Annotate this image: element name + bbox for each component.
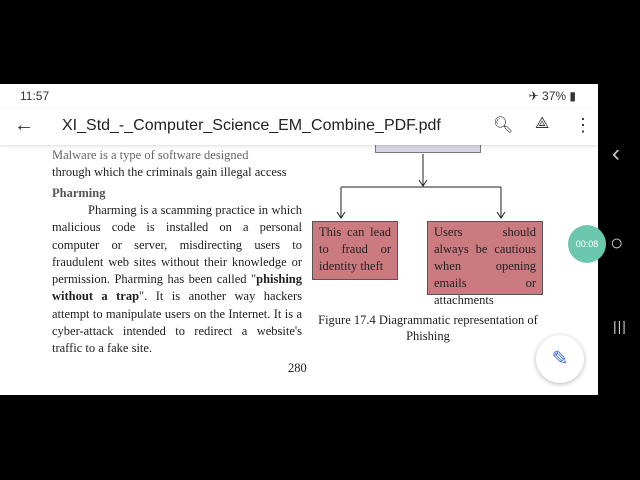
page-number: 280 [288, 361, 307, 375]
para-text: ". It is another way hackers attempt to … [52, 289, 302, 356]
section-heading: Pharming [52, 186, 106, 200]
edit-pencil-button[interactable]: ✎ [536, 335, 584, 383]
para-text: Pharming is a scamming practice in which… [52, 203, 302, 287]
diagram-box-caution: Users should always be cautious when ope… [427, 221, 543, 307]
diagram-arrows [336, 154, 506, 219]
cut-off-line: Malware is a type of software designed [52, 148, 249, 162]
airplane-icon: ✈ [528, 89, 543, 103]
screen-recorder-bubble[interactable]: 00:08 [568, 225, 606, 263]
back-arrow-icon[interactable]: ← [14, 114, 34, 136]
more-options-icon[interactable]: ⋮ [574, 115, 592, 135]
para-bold: phishing without a trap [52, 272, 302, 304]
clock: 11:57 [20, 89, 50, 103]
figure-caption: Figure 17.4 Diagrammatic representation … [318, 313, 538, 343]
diagram-box-fraud: This can lead to fraud or identity theft [312, 221, 398, 280]
text-line: through which the criminals gain illegal… [52, 165, 287, 179]
status-bar: 11:57 ✈ 37% ▮ [0, 84, 598, 108]
phone-screen: 11:57 ✈ 37% ▮ ← XI_Std_-_Computer_Scienc… [0, 84, 598, 395]
battery-level: 37% [542, 89, 567, 103]
add-to-drive-icon[interactable]: ⟁ [535, 115, 550, 132]
app-bar: ← XI_Std_-_Computer_Science_EM_Combine_P… [0, 108, 598, 145]
battery-icon: ▮ [569, 89, 576, 103]
battery-status: ✈ 37% ▮ [529, 89, 576, 103]
nav-home-icon[interactable]: ○ [610, 230, 624, 255]
search-document-icon[interactable]: 🔍︎ [493, 117, 514, 134]
nav-recents-icon[interactable]: ||| [613, 318, 627, 334]
pdf-page: Malware is a type of software designed t… [0, 139, 598, 395]
paragraph: Pharming is a scamming practice in which… [52, 202, 302, 358]
document-title: XI_Std_-_Computer_Science_EM_Combine_PDF… [62, 117, 441, 134]
nav-back-icon[interactable]: ‹ [612, 140, 620, 167]
